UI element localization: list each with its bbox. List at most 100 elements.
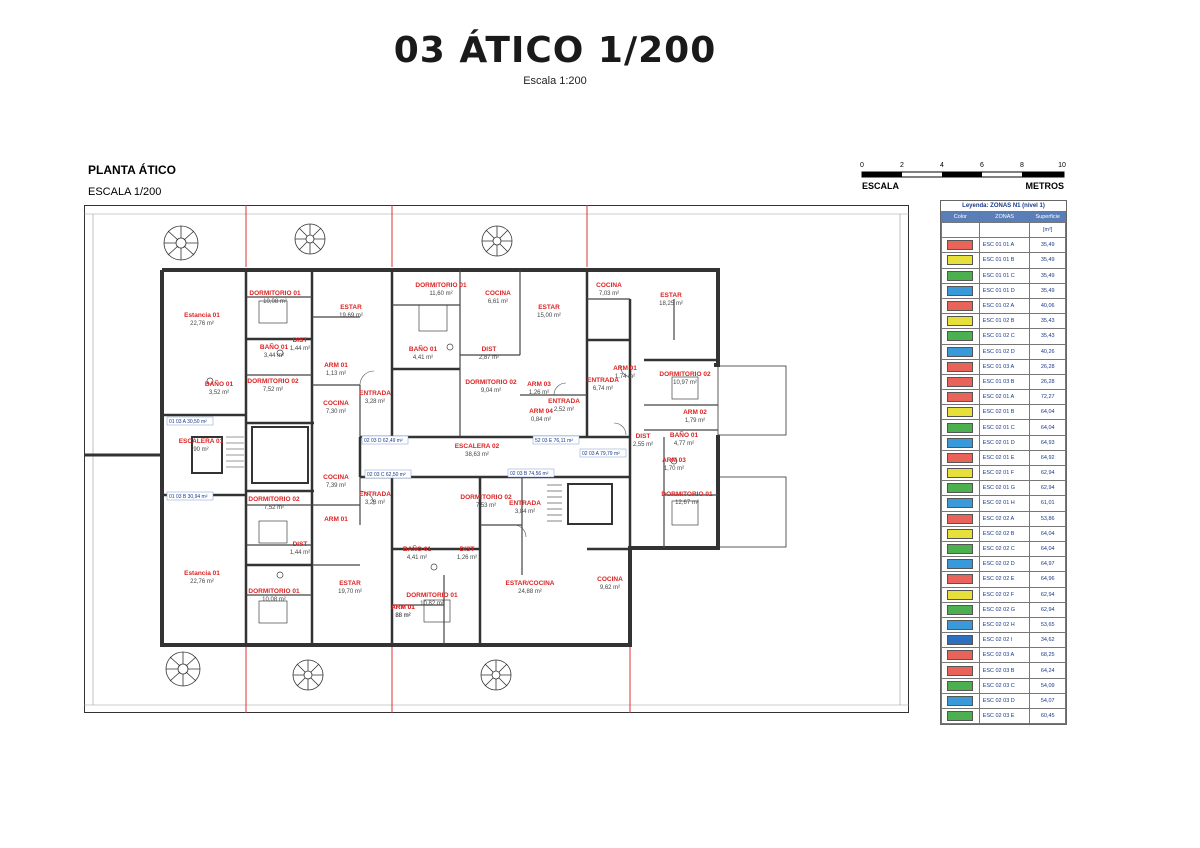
room-area: 1,74 m² bbox=[615, 374, 635, 380]
room-name: DIST bbox=[482, 346, 497, 353]
legend-zone-name: ESC 02 02 G bbox=[978, 601, 1031, 618]
legend-swatch-cell bbox=[941, 449, 980, 467]
room-area: 22,76 m² bbox=[190, 579, 214, 585]
legend-zone-area: 62,94 bbox=[1029, 601, 1066, 618]
room-name: DORMITORIO 02 bbox=[248, 496, 300, 503]
legend-swatch bbox=[947, 270, 974, 281]
room-name: ENTRADA bbox=[359, 390, 391, 397]
legend-swatch-cell bbox=[941, 556, 980, 573]
legend-zone-area: 35,49 bbox=[1029, 252, 1066, 269]
room-area: 7,39 m² bbox=[326, 483, 346, 489]
room-name: ESTAR bbox=[340, 304, 362, 311]
legend-swatch bbox=[947, 513, 974, 524]
room-area: 18,25 m² bbox=[659, 301, 683, 307]
unit-tag: 01 03 A 30,50 m² bbox=[169, 419, 207, 425]
room-area: 9,62 m² bbox=[600, 585, 620, 591]
room-area: 7,53 m² bbox=[476, 503, 496, 509]
legend-swatch-cell bbox=[941, 282, 980, 299]
room-area: 19,70 m² bbox=[338, 589, 362, 595]
legend-swatch bbox=[947, 346, 974, 357]
legend-zone-area: 35,43 bbox=[1029, 328, 1066, 345]
room-area: 3,84 m² bbox=[515, 509, 535, 515]
legend-zone-name: ESC 01 02 A bbox=[978, 297, 1031, 315]
legend-zone-area: 35,49 bbox=[1029, 282, 1066, 299]
room-name: DORMITORIO 01 bbox=[406, 592, 458, 599]
legend-zone-area: 64,04 bbox=[1029, 525, 1066, 542]
scale-left-label: ESCALA bbox=[862, 181, 900, 191]
room-name: ESTAR bbox=[538, 304, 560, 311]
legend-swatch-cell bbox=[941, 404, 980, 421]
room-area: 3,52 m² bbox=[209, 390, 229, 396]
legend-swatch bbox=[947, 301, 974, 312]
room-name: DORMITORIO 02 bbox=[247, 378, 299, 385]
legend-zone-area: 62,94 bbox=[1029, 464, 1066, 482]
legend-zone-name: ESC 01 01 B bbox=[978, 252, 1031, 269]
page-subtitle: Escala 1:200 bbox=[523, 75, 587, 87]
legend-swatch bbox=[947, 619, 974, 630]
legend-swatch-cell bbox=[941, 480, 980, 497]
legend-swatch bbox=[947, 559, 974, 570]
legend-zone-name: ESC 01 03 B bbox=[978, 373, 1031, 391]
unit-tag-box bbox=[361, 435, 409, 445]
unit-tag: 01 03 B 30,94 m² bbox=[169, 494, 208, 500]
legend-swatch-cell bbox=[941, 419, 980, 436]
room-area: 0,84 m² bbox=[531, 417, 551, 423]
legend-swatch bbox=[947, 635, 974, 646]
room-area: 9,04 m² bbox=[481, 388, 501, 394]
legend-zone-name: ESC 02 01 B bbox=[978, 404, 1031, 421]
room-area: 19,69 m² bbox=[339, 313, 363, 319]
room-name: DIST bbox=[636, 433, 651, 440]
room-area: 4,77 m² bbox=[674, 441, 694, 447]
room-name: COCINA bbox=[323, 400, 349, 407]
legend-zone-name: ESC 02 02 F bbox=[978, 586, 1031, 603]
legend-swatch-cell bbox=[941, 677, 980, 694]
legend-swatch-cell bbox=[941, 510, 980, 527]
legend-zone-area: 64,04 bbox=[1029, 540, 1066, 558]
room-name: ESTAR bbox=[339, 580, 361, 587]
legend-swatch-cell bbox=[941, 237, 980, 254]
legend-zone-area: 62,94 bbox=[1029, 480, 1066, 497]
legend-swatch-cell bbox=[941, 313, 980, 330]
room-area: 1,79 m² bbox=[685, 418, 705, 424]
room-area: 7,30 m² bbox=[326, 409, 346, 415]
legend-swatch-cell bbox=[941, 632, 980, 649]
room-area: 88 m² bbox=[395, 613, 410, 619]
room-area: 3,44 m² bbox=[264, 353, 284, 359]
legend-zone-name: ESC 02 02 C bbox=[978, 540, 1031, 558]
legend-zone-name: ESC 02 03 B bbox=[978, 662, 1031, 679]
room-area: 4,41 m² bbox=[413, 355, 433, 361]
room-area: 10,82 m² bbox=[420, 601, 444, 607]
legend-unit-blank bbox=[941, 221, 980, 239]
legend-swatch bbox=[947, 392, 974, 403]
scale-tick: 8 bbox=[1020, 162, 1024, 169]
room-name: ESTAR/COCINA bbox=[506, 580, 555, 587]
room-name: DORMITORIO 01 bbox=[249, 290, 301, 297]
room-name: BAÑO 01 bbox=[409, 344, 438, 353]
legend-zone-area: 35,43 bbox=[1029, 313, 1066, 330]
legend-zone-area: 64,96 bbox=[1029, 571, 1066, 588]
room-name: DORMITORIO 02 bbox=[460, 494, 512, 501]
legend-swatch-cell bbox=[941, 328, 980, 345]
legend-zone-name: ESC 02 01 G bbox=[978, 480, 1031, 497]
plan-scale: ESCALA 1/200 bbox=[88, 186, 162, 198]
legend-swatch-cell bbox=[941, 252, 980, 269]
scale-tick: 6 bbox=[980, 162, 984, 169]
room-area: 12,67 m² bbox=[675, 500, 699, 506]
room-name: BAÑO 01 bbox=[670, 430, 699, 439]
room-area: 2,52 m² bbox=[554, 407, 574, 413]
page-title: 03 ÁTICO 1/200 bbox=[393, 30, 717, 71]
room-area: 15,00 m² bbox=[537, 313, 561, 319]
plan-title: PLANTA ÁTICO bbox=[88, 163, 176, 177]
